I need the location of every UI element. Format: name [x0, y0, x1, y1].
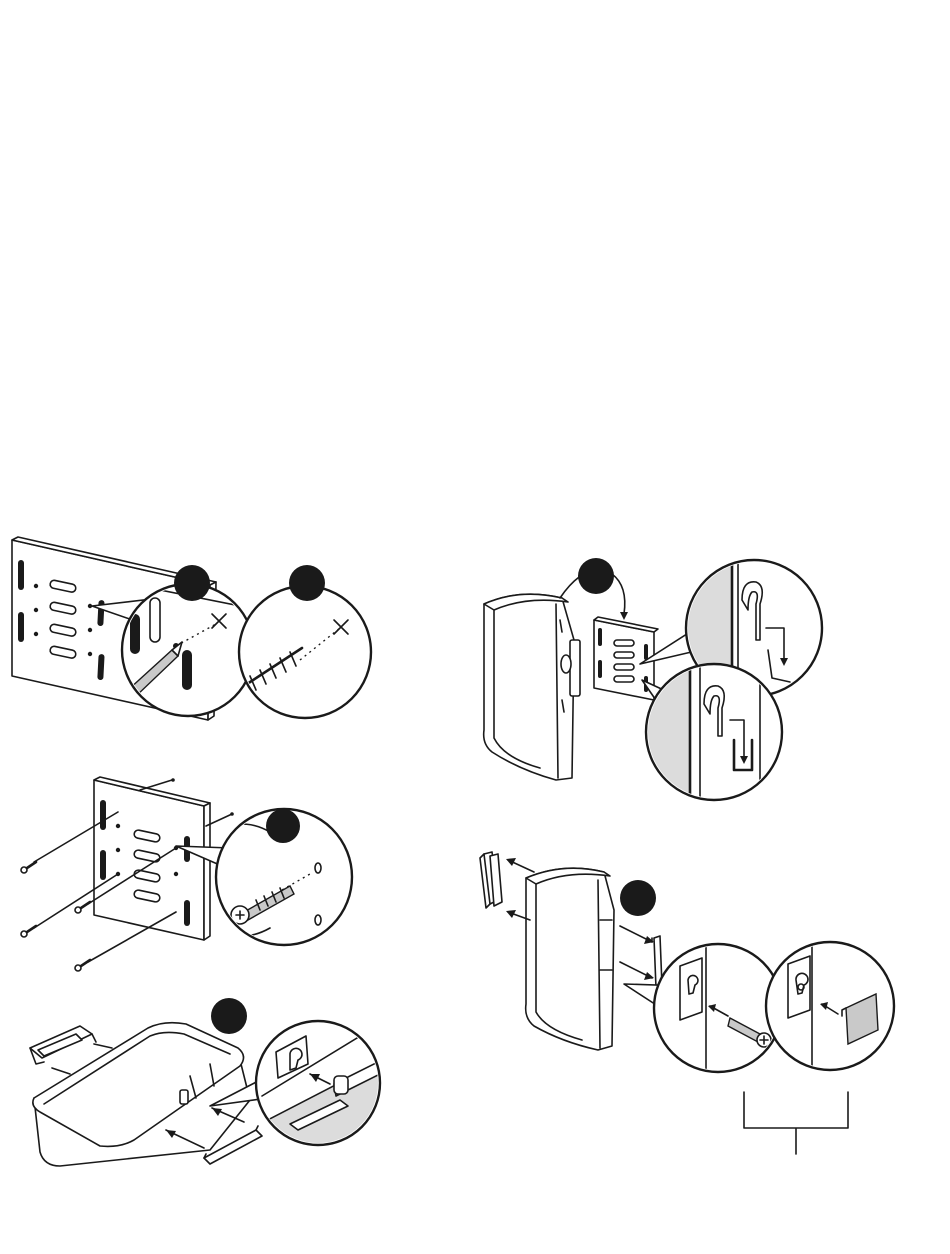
panel-mark-drill	[12, 537, 371, 740]
enclosure-upright-e	[526, 868, 614, 1050]
panel-screw-plate	[21, 777, 352, 971]
step-5-badge	[578, 558, 614, 594]
zoom-lens-bracket	[256, 1021, 390, 1150]
zoom-lens-bracket-screw	[654, 940, 782, 1076]
panel-hang-enclosure	[484, 556, 822, 810]
step-6-badge	[620, 880, 656, 916]
step-1-badge	[174, 565, 210, 601]
bracket-left-e	[480, 852, 502, 908]
panel-attach-bracket	[30, 998, 390, 1166]
zoom-lens-drill	[239, 586, 371, 718]
step-2-badge	[289, 565, 325, 601]
step-4-badge	[211, 998, 247, 1034]
enclosure-upright-d	[484, 594, 580, 780]
step-3-badge	[266, 809, 300, 843]
screws-b	[21, 862, 90, 971]
grouping-bracket	[744, 1092, 848, 1154]
mounting-plate-b	[94, 777, 210, 940]
bracket-top-c	[30, 1026, 96, 1064]
zoom-lens-hook-lower	[640, 660, 782, 810]
panel-secure-bracket	[480, 852, 894, 1154]
zoom-lens-cover	[766, 940, 894, 1074]
